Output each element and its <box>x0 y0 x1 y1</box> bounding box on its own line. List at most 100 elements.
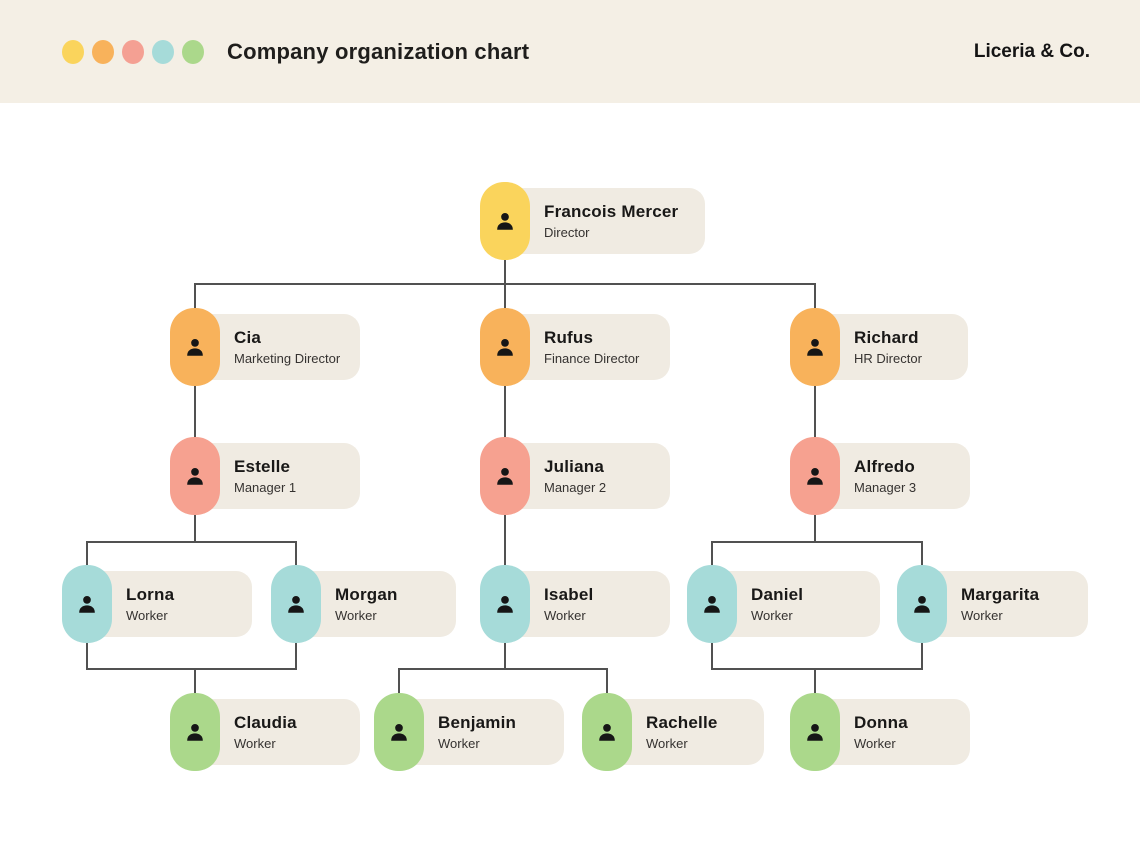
person-icon <box>497 596 513 613</box>
org-node-lorna: Lorna Worker <box>62 565 252 643</box>
person-icon <box>497 213 513 230</box>
pink-dot-icon <box>122 39 144 64</box>
person-icon <box>599 724 615 741</box>
person-name: Donna <box>854 713 908 732</box>
person-icon-badge <box>480 565 530 643</box>
person-role: Director <box>544 225 590 240</box>
connector-line <box>504 643 506 668</box>
person-name: Estelle <box>234 457 291 476</box>
connector-line <box>194 515 196 541</box>
person-role: Marketing Director <box>234 351 341 366</box>
org-node-alfredo: Alfredo Manager 3 <box>790 437 970 515</box>
connector-line <box>814 283 816 308</box>
page-title: Company organization chart <box>227 38 530 64</box>
connector-line <box>86 668 297 670</box>
connector-line <box>814 668 816 693</box>
org-node-margarita: Margarita Worker <box>897 565 1088 643</box>
org-node-estelle: Estelle Manager 1 <box>170 437 360 515</box>
connector-line <box>711 643 713 668</box>
person-role: Worker <box>544 608 586 623</box>
connector-line <box>295 541 297 565</box>
person-icon-badge <box>170 437 220 515</box>
person-icon-badge <box>480 437 530 515</box>
person-icon-badge <box>271 565 321 643</box>
person-icon <box>807 339 823 356</box>
person-role: Worker <box>234 736 276 751</box>
person-icon-badge <box>480 308 530 386</box>
person-role: Worker <box>646 736 688 751</box>
person-role: Manager 3 <box>854 480 917 495</box>
person-role: Finance Director <box>544 351 640 366</box>
header-bar: Company organization chart Liceria & Co. <box>0 0 1140 103</box>
yellow-dot-icon <box>62 39 84 64</box>
person-icon-badge <box>790 437 840 515</box>
person-name: Daniel <box>751 585 804 604</box>
connector-line <box>606 668 608 693</box>
person-icon-badge <box>897 565 947 643</box>
person-name: Morgan <box>335 585 398 604</box>
connector-line <box>194 668 196 693</box>
org-node-isabel: Isabel Worker <box>480 565 670 643</box>
person-role: Manager 2 <box>544 480 607 495</box>
person-icon <box>187 724 203 741</box>
person-name: Benjamin <box>438 713 517 732</box>
person-name: Claudia <box>234 713 297 732</box>
connector-line <box>711 668 923 670</box>
connector-line <box>295 643 297 668</box>
person-icon <box>807 468 823 485</box>
person-name: Lorna <box>126 585 175 604</box>
company-brand: Liceria & Co. <box>973 40 1090 62</box>
person-name: Rufus <box>544 328 594 347</box>
connector-line <box>504 386 506 437</box>
connector-line <box>814 515 816 541</box>
org-node-cia: Cia Marketing Director <box>170 308 360 386</box>
connector-line <box>86 541 297 543</box>
person-icon-badge <box>170 693 220 771</box>
person-icon-badge <box>582 693 632 771</box>
connector-line <box>194 283 196 308</box>
person-role: Worker <box>751 608 793 623</box>
connector-line <box>398 668 608 670</box>
org-node-benjamin: Benjamin Worker <box>374 693 564 771</box>
connector-line <box>814 386 816 437</box>
person-icon-badge <box>62 565 112 643</box>
connector-line <box>711 541 923 543</box>
person-icon <box>914 596 930 613</box>
person-icon <box>288 596 304 613</box>
connector-line <box>921 541 923 565</box>
person-icon <box>391 724 407 741</box>
person-role: HR Director <box>854 351 922 366</box>
org-node-donna: Donna Worker <box>790 693 970 771</box>
person-icon <box>497 339 513 356</box>
color-dots <box>62 39 204 64</box>
connector-line <box>504 515 506 565</box>
person-name: Juliana <box>544 457 604 476</box>
org-node-rufus: Rufus Finance Director <box>480 308 670 386</box>
person-role: Worker <box>126 608 168 623</box>
connector-line <box>194 283 816 285</box>
connector-line <box>711 541 713 565</box>
person-name: Margarita <box>961 585 1040 604</box>
connector-line <box>194 386 196 437</box>
person-icon-badge <box>790 308 840 386</box>
person-icon-badge <box>790 693 840 771</box>
person-name: Isabel <box>544 585 594 604</box>
org-node-daniel: Daniel Worker <box>687 565 880 643</box>
org-node-richard: Richard HR Director <box>790 308 968 386</box>
person-icon <box>187 468 203 485</box>
person-icon-badge <box>687 565 737 643</box>
person-name: Richard <box>854 328 919 347</box>
connector-line <box>398 668 400 693</box>
person-icon-badge <box>374 693 424 771</box>
person-icon <box>497 468 513 485</box>
org-node-juliana: Juliana Manager 2 <box>480 437 670 515</box>
person-role: Worker <box>438 736 480 751</box>
person-icon-badge <box>170 308 220 386</box>
person-icon <box>187 339 203 356</box>
person-role: Worker <box>854 736 896 751</box>
person-icon <box>79 596 95 613</box>
person-role: Worker <box>961 608 1003 623</box>
org-node-rachelle: Rachelle Worker <box>582 693 764 771</box>
connector-line <box>86 541 88 565</box>
org-node-morgan: Morgan Worker <box>271 565 456 643</box>
